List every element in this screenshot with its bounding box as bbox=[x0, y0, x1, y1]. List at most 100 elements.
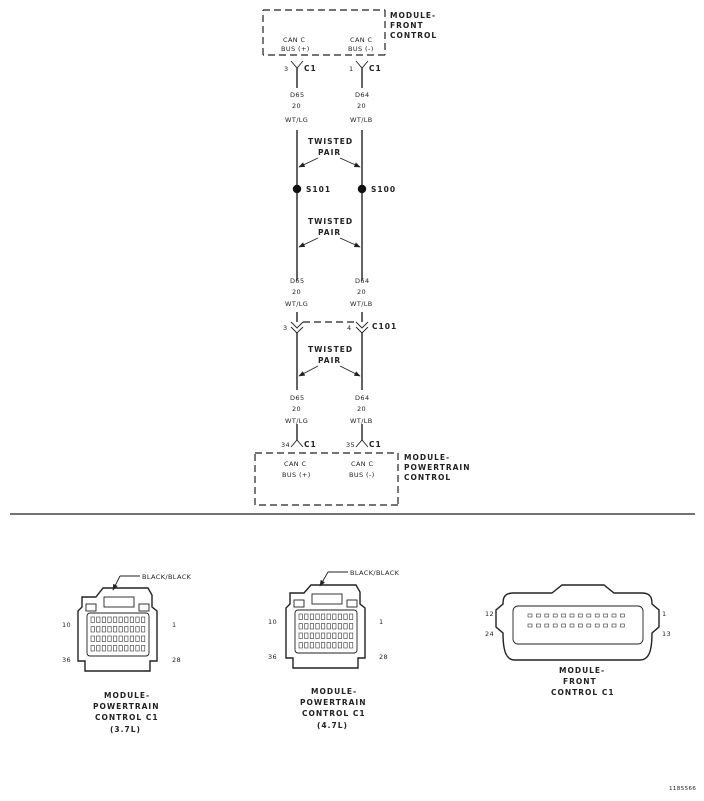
pin-cavity bbox=[113, 645, 118, 652]
twisted-pair-1-arrow-right bbox=[339, 157, 361, 168]
pcm-right-pin-number: 35 bbox=[346, 441, 355, 449]
pcm47-caption-2: POWERTRAIN bbox=[300, 698, 366, 707]
wire-d65-color-3: WT/LG bbox=[285, 417, 308, 425]
pcm47-pin-grid bbox=[298, 613, 354, 649]
pin-cavity bbox=[337, 613, 342, 620]
wire-d65-gauge-3: 20 bbox=[292, 405, 301, 413]
twisted-pair-3-arrow-left bbox=[298, 365, 319, 377]
fcm-title-line2: FRONT bbox=[390, 21, 424, 30]
pin-cavity bbox=[544, 613, 550, 618]
pin-cavity bbox=[298, 642, 303, 649]
pin-cavity bbox=[578, 613, 583, 618]
pin-cavity bbox=[129, 626, 134, 633]
pin-cavity bbox=[118, 626, 123, 633]
pin-cavity bbox=[96, 626, 101, 633]
pin-cavity bbox=[332, 632, 337, 639]
pin-cavity bbox=[90, 635, 95, 642]
pin-cavity bbox=[309, 613, 314, 620]
connector-view-pcm-3-7l: BLACK/BLACK 10 1 36 28 MODULE- POWERTRAI… bbox=[62, 573, 191, 734]
wire-labels-2: D65 20 WT/LG D64 20 WT/LB bbox=[285, 277, 373, 308]
pin-cavity bbox=[124, 645, 129, 652]
pcm37-left-tab bbox=[85, 603, 97, 612]
twisted-pair-annotation-3: TWISTED PAIR bbox=[298, 345, 361, 377]
pin-cavity bbox=[304, 642, 309, 649]
pcm47-latch bbox=[311, 593, 343, 605]
pin-cavity bbox=[569, 613, 575, 618]
pin-cavity bbox=[578, 623, 583, 628]
pcm47-cavity bbox=[294, 609, 358, 654]
splice-s101-label: S101 bbox=[306, 185, 331, 194]
pin-cavity bbox=[349, 613, 354, 620]
pin-cavity bbox=[129, 616, 134, 623]
pin-cavity bbox=[586, 613, 592, 618]
pcm37-housing bbox=[77, 587, 158, 672]
pin-cavity bbox=[343, 613, 348, 620]
pin-cavity bbox=[135, 616, 140, 623]
fcm-caption-1: MODULE- bbox=[559, 666, 605, 675]
wire-d64-color-3: WT/LB bbox=[350, 417, 373, 425]
wire-labels-1: D65 20 WT/LG D64 20 WT/LB bbox=[285, 91, 372, 124]
pin-cavity bbox=[603, 613, 608, 618]
fcm-right-connector-id: C1 bbox=[369, 64, 382, 73]
pin-cavity bbox=[343, 632, 348, 639]
fcm-pin-1: 1 bbox=[662, 610, 667, 618]
pin-cavity bbox=[586, 623, 592, 628]
pin-cavity bbox=[349, 642, 354, 649]
pcm-left-connector-id: C1 bbox=[304, 440, 317, 449]
pin-cavity bbox=[315, 613, 320, 620]
pcm-left-pin-number: 34 bbox=[281, 441, 290, 449]
pcm37-latch bbox=[103, 596, 135, 608]
pcm47-latch-label: BLACK/BLACK bbox=[350, 569, 400, 577]
pcm-right-pin-symbol bbox=[355, 439, 369, 448]
pin-cavity bbox=[124, 616, 129, 623]
fcm-housing bbox=[495, 584, 660, 661]
wires bbox=[296, 68, 363, 440]
twisted-pair-1-line2: PAIR bbox=[318, 148, 341, 157]
pin-cavity bbox=[326, 623, 331, 630]
pcm47-caption-4: (4.7L) bbox=[317, 721, 348, 730]
wire-d65-color: WT/LG bbox=[285, 116, 308, 124]
twisted-pair-1-arrow-left bbox=[298, 157, 319, 168]
pin-cavity bbox=[107, 645, 112, 652]
pcm-left-pin-desc: BUS (+) bbox=[282, 471, 311, 479]
pcm37-right-tab bbox=[138, 603, 150, 612]
pin-cavity bbox=[561, 613, 566, 618]
pin-cavity bbox=[309, 642, 314, 649]
fcm-right-pin-desc: BUS (-) bbox=[348, 45, 374, 53]
wire-d65-gauge-2: 20 bbox=[292, 288, 301, 296]
wire-d64-color-2: WT/LB bbox=[350, 300, 373, 308]
fcm-right-pin-symbol bbox=[355, 60, 369, 69]
pin-cavity bbox=[90, 645, 95, 652]
pin-cavity bbox=[561, 623, 566, 628]
pcm47-pin-36: 36 bbox=[268, 653, 277, 661]
pin-cavity bbox=[536, 623, 541, 628]
pin-cavity bbox=[90, 616, 95, 623]
fcm-right-pin-number: 1 bbox=[349, 65, 354, 73]
pin-cavity bbox=[321, 632, 326, 639]
wire-d64-circuit-3: D64 bbox=[355, 394, 369, 402]
pin-cavity bbox=[337, 642, 342, 649]
splice-s101-dot bbox=[292, 184, 302, 194]
pin-cavity bbox=[343, 623, 348, 630]
pcm-right-connector-id: C1 bbox=[369, 440, 382, 449]
fcm-title-line1: MODULE- bbox=[390, 11, 436, 20]
pin-cavity bbox=[304, 632, 309, 639]
pcm47-right-tab bbox=[346, 599, 358, 608]
pin-cavity bbox=[343, 642, 348, 649]
pin-cavity bbox=[321, 642, 326, 649]
pin-cavity bbox=[337, 623, 342, 630]
pin-cavity bbox=[349, 632, 354, 639]
pin-cavity bbox=[107, 626, 112, 633]
pin-cavity bbox=[315, 642, 320, 649]
wire-d64-gauge-3: 20 bbox=[357, 405, 366, 413]
pin-cavity bbox=[337, 632, 342, 639]
twisted-pair-2-line1: TWISTED bbox=[308, 217, 353, 226]
wire-d64-circuit-2: D64 bbox=[355, 277, 369, 285]
pcm37-pin-1: 1 bbox=[172, 621, 177, 629]
fcm-title-line3: CONTROL bbox=[390, 31, 437, 40]
pin-cavity bbox=[101, 635, 106, 642]
front-control-module-outline bbox=[262, 9, 386, 56]
pcm37-cavity bbox=[86, 612, 150, 657]
pin-cavity bbox=[135, 635, 140, 642]
